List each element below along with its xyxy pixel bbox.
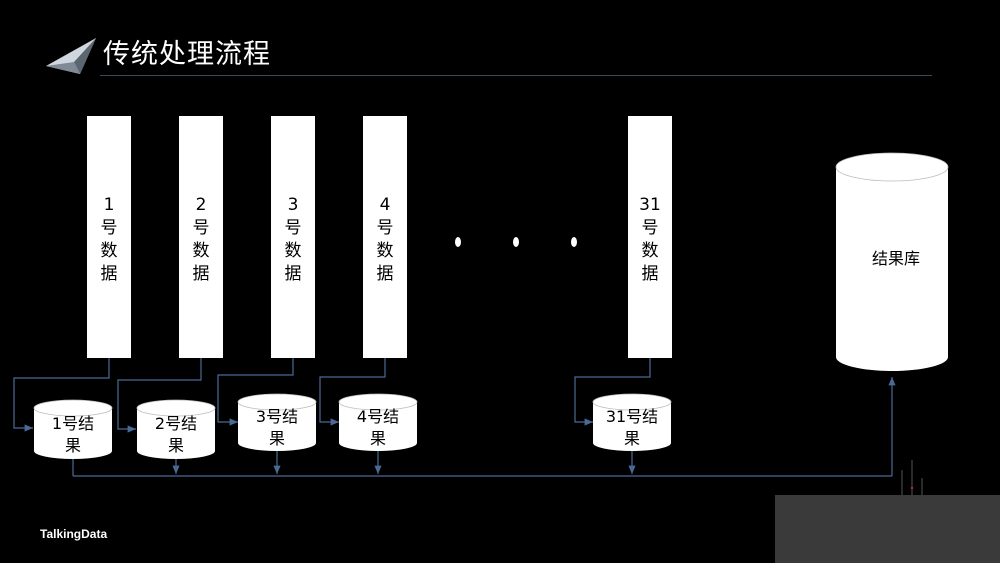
column-1-line-2: 号	[101, 218, 118, 238]
result-cylinder-31: 31号结 果	[592, 393, 672, 451]
talkingdata-logo: TalkingData	[40, 527, 108, 541]
column-4-line-4: 据	[377, 264, 394, 284]
result-cylinder-1: 1号结 果	[33, 399, 113, 459]
column-31-line-1: 31	[639, 195, 661, 215]
result-2-line-1: 2号结	[155, 414, 197, 433]
data-column-4: 4 号 数 据	[363, 116, 407, 358]
result-3-line-1: 3号结	[256, 407, 298, 426]
decorative-bars	[901, 460, 923, 495]
result-1-line-1: 1号结	[52, 414, 94, 433]
column-4-line-1: 4	[380, 195, 391, 215]
data-column-3: 3 号 数 据	[271, 116, 315, 358]
column-31-line-4: 据	[642, 264, 659, 284]
result-31-line-2: 果	[624, 429, 640, 448]
column-31-line-2: 号	[642, 218, 659, 238]
data-column-1: 1 号 数 据	[87, 116, 131, 358]
result-3-line-2: 果	[269, 429, 285, 448]
column-to-result-connectors	[13, 358, 651, 433]
result-2-line-2: 果	[168, 436, 184, 455]
result-1-line-2: 果	[65, 436, 81, 455]
column-3-line-4: 据	[285, 264, 302, 284]
data-column-31: 31 号 数 据	[628, 116, 672, 358]
column-2-line-4: 据	[193, 264, 210, 284]
result-cylinder-3: 3号结 果	[237, 393, 317, 451]
result-cylinder-4: 4号结 果	[338, 393, 418, 451]
column-4-line-2: 号	[377, 218, 394, 238]
column-2-line-2: 号	[193, 218, 210, 238]
column-1-line-3: 数	[101, 241, 118, 261]
result-31-line-1: 31号结	[606, 407, 658, 426]
data-column-2: 2 号 数 据	[179, 116, 223, 358]
column-1-line-1: 1	[104, 195, 115, 215]
result-4-line-2: 果	[370, 429, 386, 448]
column-1-line-4: 据	[101, 264, 118, 284]
column-3-line-2: 号	[285, 218, 302, 238]
column-4-line-3: 数	[377, 241, 394, 261]
database-label: 结果库	[872, 249, 920, 268]
column-31-line-3: 数	[642, 241, 659, 261]
ellipsis-dots	[455, 237, 577, 247]
column-3-line-3: 数	[285, 241, 302, 261]
page-title: 传统处理流程	[103, 39, 271, 70]
result-database-cylinder: 结果库	[835, 152, 949, 371]
column-3-line-1: 3	[288, 195, 299, 215]
title-divider	[100, 75, 932, 76]
column-2-line-3: 数	[193, 241, 210, 261]
result-cylinder-2: 2号结 果	[136, 399, 216, 459]
column-2-line-1: 2	[196, 195, 207, 215]
gray-overlay-panel	[775, 495, 1000, 563]
brand-logo-icon	[46, 38, 96, 74]
result-to-database-connectors	[72, 377, 896, 477]
result-4-line-1: 4号结	[357, 407, 399, 426]
